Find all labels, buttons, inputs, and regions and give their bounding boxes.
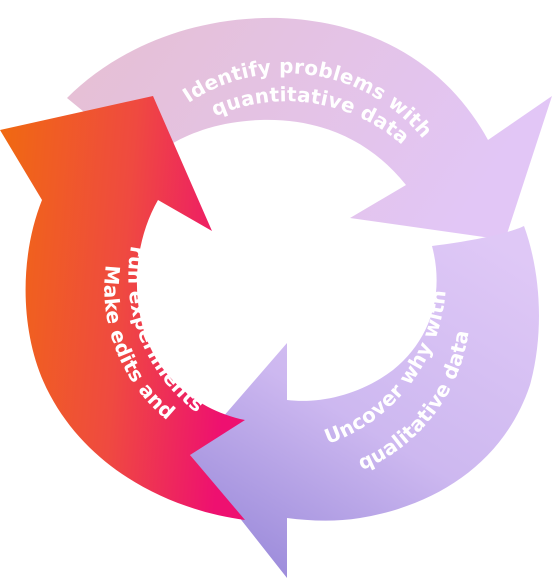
segment-uncover-arrow (190, 226, 539, 578)
segment-identify-arrow (67, 17, 552, 240)
cycle-ring (0, 17, 552, 578)
segment-make-edits-arrow (0, 96, 245, 520)
